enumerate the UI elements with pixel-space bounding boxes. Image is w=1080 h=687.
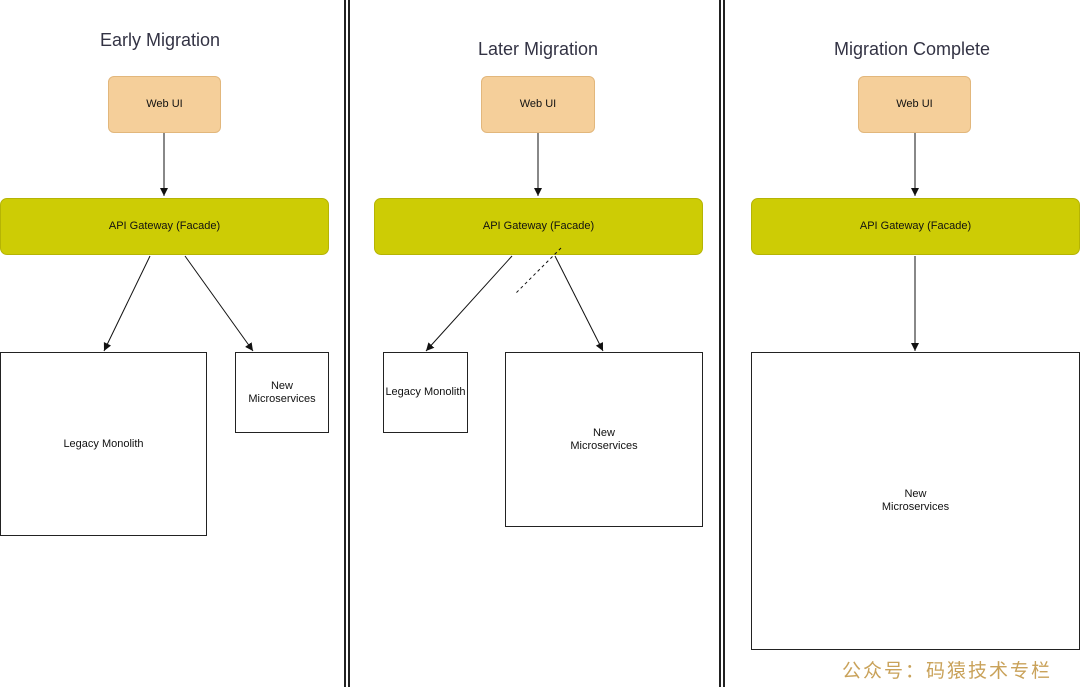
api-gateway-box-complete: API Gateway (Facade): [751, 198, 1080, 255]
web-ui-label: Web UI: [896, 98, 933, 110]
new-microservices-box-early: New Microservices: [235, 352, 329, 433]
legacy-monolith-box-early: Legacy Monolith: [0, 352, 207, 536]
dashed-line-later: [515, 247, 562, 294]
web-ui-label: Web UI: [146, 98, 183, 110]
api-gateway-label: API Gateway (Facade): [482, 220, 595, 232]
web-ui-box-early: Web UI: [108, 76, 221, 133]
api-gateway-box-later: API Gateway (Facade): [374, 198, 703, 255]
api-gateway-box-early: API Gateway (Facade): [0, 198, 329, 255]
panel-title-later: Later Migration: [477, 39, 599, 59]
panel-divider-2: [719, 0, 725, 687]
arrow-gateway-to-monolith-early: [103, 255, 151, 352]
arrow-gateway-to-microservices-early: [184, 255, 254, 352]
panel-title-complete: Migration Complete: [833, 39, 991, 59]
web-ui-box-later: Web UI: [481, 76, 595, 133]
new-microservices-label: New Microservices: [881, 488, 950, 513]
panel-divider-1: [344, 0, 350, 687]
legacy-monolith-box-later: Legacy Monolith: [383, 352, 468, 433]
new-microservices-label: New Microservices: [570, 426, 638, 452]
web-ui-box-complete: Web UI: [858, 76, 971, 133]
new-microservices-label: New Microservices: [248, 379, 316, 405]
new-microservices-box-later: New Microservices: [505, 352, 703, 527]
watermark-text: 公众号：码猿技术专栏: [841, 660, 1052, 682]
api-gateway-label: API Gateway (Facade): [108, 220, 221, 232]
api-gateway-label: API Gateway (Facade): [859, 220, 972, 232]
panel-title-early: Early Migration: [99, 30, 221, 50]
legacy-monolith-label: Legacy Monolith: [385, 386, 466, 398]
legacy-monolith-label: Legacy Monolith: [63, 437, 144, 450]
arrow-gateway-to-monolith-later: [425, 255, 513, 352]
web-ui-label: Web UI: [519, 98, 557, 110]
new-microservices-box-complete: New Microservices: [751, 352, 1080, 650]
arrow-gateway-to-microservices-later: [554, 255, 604, 352]
